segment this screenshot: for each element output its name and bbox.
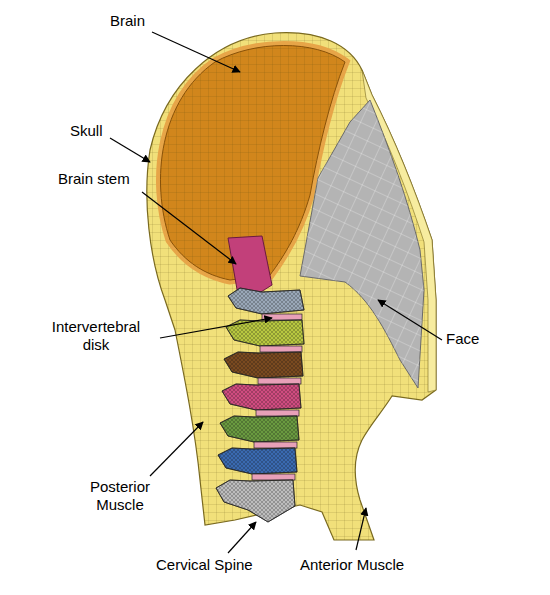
part-label: Brain [110, 12, 145, 30]
part-label: Posterior Muscle [72, 478, 168, 514]
part-label: Cervical Spine [156, 556, 253, 574]
part-label: Anterior Muscle [300, 556, 404, 574]
leader-line [110, 138, 150, 162]
leader-line [356, 508, 366, 550]
head-flesh [147, 33, 436, 540]
leader-line [228, 522, 256, 553]
cervical-spine [216, 288, 304, 522]
face-region [300, 100, 424, 388]
part-label: Brain stem [58, 170, 130, 188]
part-label: Face [446, 330, 479, 348]
leader-line [142, 192, 236, 264]
leader-line [150, 422, 203, 476]
leader-line [160, 318, 272, 338]
leader-line [378, 300, 442, 340]
leader-line [152, 32, 240, 72]
head-mesh [147, 33, 436, 540]
leader-lines [110, 32, 442, 553]
part-label: Intervertebral disk [40, 318, 152, 354]
part-label: Skull [70, 122, 103, 140]
face-mesh [300, 100, 424, 388]
